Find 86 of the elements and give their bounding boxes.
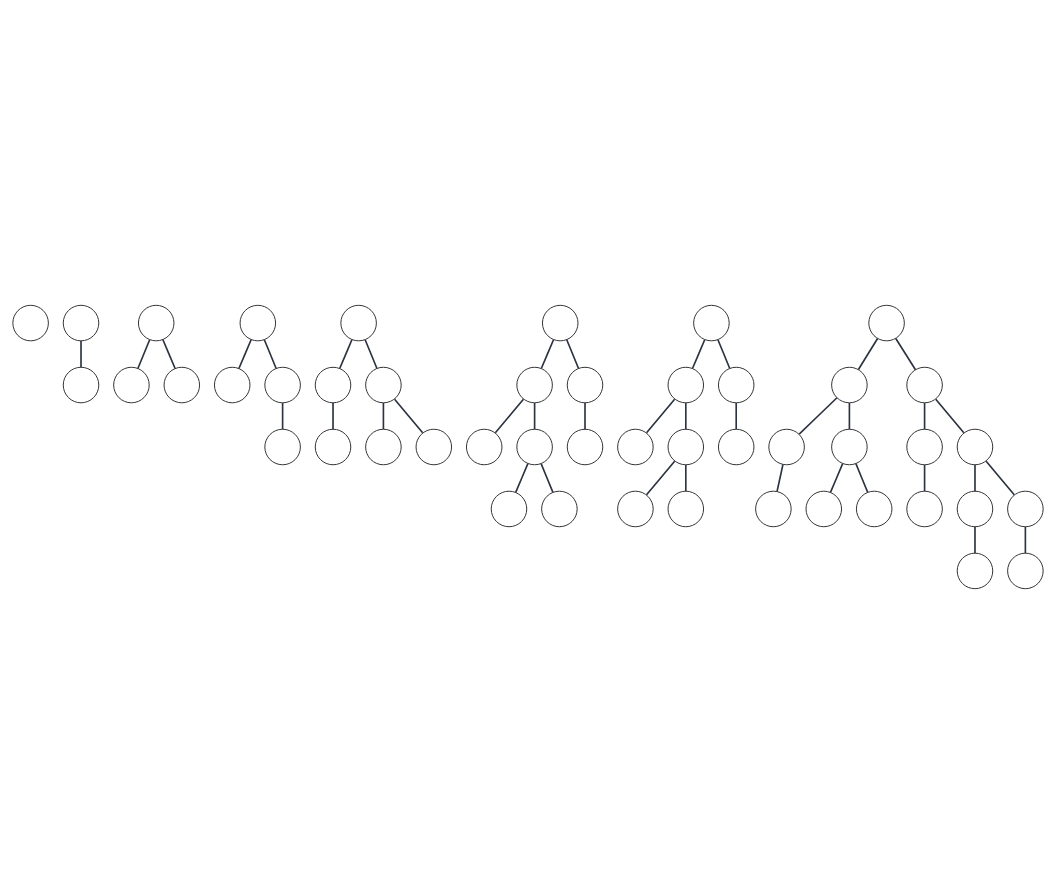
node-circle xyxy=(314,428,352,466)
connector xyxy=(829,462,844,494)
connector xyxy=(848,402,851,431)
node-circle xyxy=(12,304,49,342)
connector xyxy=(494,398,525,434)
node-circle xyxy=(541,490,578,528)
connector xyxy=(162,338,176,370)
connector xyxy=(855,462,869,494)
node-circle xyxy=(113,366,150,404)
node-circle xyxy=(717,366,755,404)
node-circle xyxy=(365,366,402,404)
connector xyxy=(645,460,676,496)
node-circle xyxy=(956,490,994,528)
node-circle xyxy=(667,428,705,466)
node-circle xyxy=(163,366,201,404)
connector xyxy=(985,460,1016,496)
connector xyxy=(338,338,353,370)
connector xyxy=(685,402,687,431)
node-circle xyxy=(855,490,893,528)
node-circle xyxy=(566,366,604,404)
connector xyxy=(934,398,965,434)
node-circle xyxy=(617,428,654,466)
node-circle xyxy=(831,428,868,466)
connector xyxy=(238,338,252,370)
node-circle xyxy=(314,366,352,404)
node-circle xyxy=(906,490,943,528)
node-circle xyxy=(667,490,705,528)
node-circle xyxy=(805,490,843,528)
node-circle xyxy=(693,304,730,342)
node-circle xyxy=(956,552,994,590)
connector xyxy=(540,338,555,370)
connector xyxy=(894,337,917,371)
node-circle xyxy=(868,304,905,342)
connector xyxy=(923,402,926,431)
connector xyxy=(281,402,284,431)
connector xyxy=(364,338,378,370)
node-circle xyxy=(516,366,553,404)
node-circle xyxy=(956,428,994,466)
node-circle xyxy=(239,304,277,342)
connector xyxy=(584,402,586,431)
node-circle xyxy=(340,304,377,342)
node-circle xyxy=(617,490,654,528)
connector xyxy=(514,462,529,494)
connector xyxy=(393,398,424,434)
node-circle xyxy=(831,366,868,404)
node-circle xyxy=(1007,490,1044,528)
connector xyxy=(974,526,976,554)
node-circle xyxy=(490,490,528,528)
node-circle xyxy=(768,428,805,466)
connector xyxy=(533,402,536,431)
connector xyxy=(565,338,580,370)
connector xyxy=(974,464,976,492)
node-circle xyxy=(541,304,579,342)
connector xyxy=(263,338,277,370)
connector xyxy=(691,338,706,370)
node-circle xyxy=(516,428,553,466)
node-circle xyxy=(1007,552,1044,590)
connector xyxy=(776,463,784,493)
connector xyxy=(717,338,731,370)
connector xyxy=(137,338,151,370)
node-circle xyxy=(465,428,503,466)
node-circle xyxy=(906,366,943,404)
connector xyxy=(857,337,879,371)
connector xyxy=(382,402,385,431)
connector xyxy=(923,464,926,492)
connector xyxy=(1024,526,1027,554)
connector xyxy=(735,402,738,431)
connector xyxy=(645,398,676,434)
node-circle xyxy=(62,304,100,342)
node-circle xyxy=(365,428,402,466)
node-circle xyxy=(667,366,705,404)
node-circle xyxy=(755,490,792,528)
node-circle xyxy=(264,428,301,466)
connector xyxy=(80,340,82,369)
node-circle xyxy=(62,366,100,404)
connector xyxy=(798,396,838,435)
node-circle xyxy=(213,366,251,404)
node-circle xyxy=(415,428,453,466)
connector xyxy=(540,462,554,494)
node-circle xyxy=(906,428,943,466)
node-circle xyxy=(566,428,604,466)
node-circle xyxy=(717,428,755,466)
node-circle xyxy=(264,366,301,404)
node-circle xyxy=(137,304,175,342)
connector xyxy=(332,402,334,431)
connector xyxy=(685,464,687,492)
